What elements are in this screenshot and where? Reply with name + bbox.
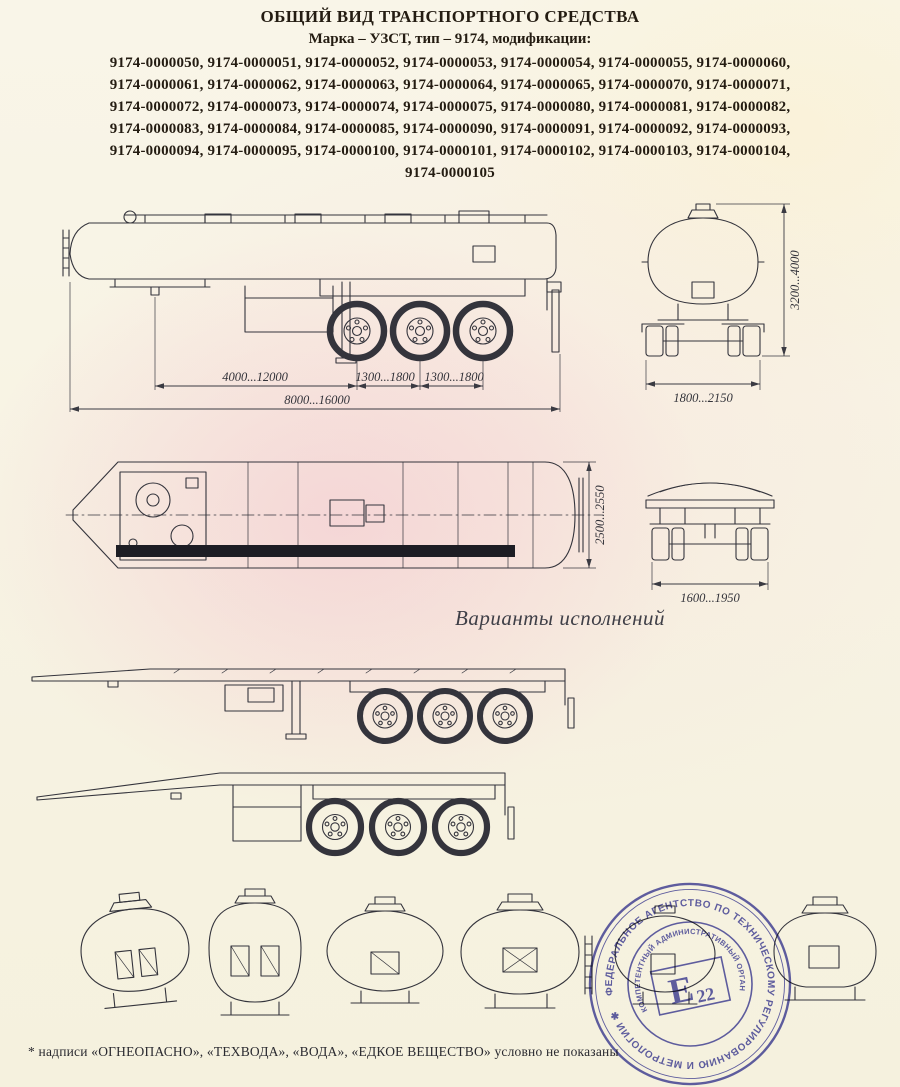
- dim-axle-spacing-1: 1300...1800: [355, 370, 415, 384]
- stamp-middle-circle: [595, 889, 785, 1079]
- side-view-dimensions: 4000...12000 1300...1800 1300...1800 800…: [69, 282, 561, 412]
- catwalk-strip: [116, 545, 515, 557]
- platform-body: [31, 668, 575, 740]
- tank-rear-view-6: [773, 896, 877, 1001]
- toolbox: [244, 297, 334, 333]
- stamp-body: ФЕДЕРАЛЬНОЕ АГЕНТСТВО ПО ТЕХНИЧЕСКОМУ РЕ…: [588, 882, 792, 1086]
- wheel: [456, 304, 510, 358]
- tank-rear-view-5: [614, 905, 716, 1005]
- rear-axle-body: [645, 482, 775, 561]
- tank-rear-view-1: [80, 891, 190, 1010]
- wheel: [742, 325, 761, 357]
- document-header: ОБЩИЙ ВИД ТРАНСПОРТНОГО СРЕДСТВА Марка –…: [0, 7, 900, 184]
- landing-gear-foot: [285, 733, 307, 740]
- kingpin: [107, 680, 119, 688]
- dim-tank-width: 2500...2550: [593, 485, 607, 545]
- manhole-cover: [135, 482, 171, 518]
- tank-front-body: [641, 203, 765, 357]
- tank-rear-view-2: [208, 888, 302, 1016]
- document-subtitle: Марка – УЗСТ, тип – 9174, модификации:: [308, 31, 592, 47]
- dim-overall-width: 1800...2150: [673, 391, 733, 405]
- kingpin: [170, 792, 182, 800]
- stamp-center-box: [649, 956, 732, 1016]
- stamp-outer-circle: [588, 882, 792, 1086]
- dim-axle-spacing-2: 1300...1800: [424, 370, 484, 384]
- tank-rear-view-3: [326, 896, 444, 1004]
- stamp-center-letter: Е: [665, 968, 697, 1012]
- footnote: * надписи «ОГНЕОПАСНО», «ТЕХВОДА», «ВОДА…: [28, 1044, 619, 1059]
- kingpin: [150, 286, 160, 296]
- variant-chassis-1-drawing: [31, 668, 575, 755]
- modification-list: 9174-0000050, 9174-0000051, 9174-0000052…: [0, 52, 900, 184]
- stamp-inner-circle: [627, 921, 753, 1047]
- tanker-side-view-drawing: 4000...12000 1300...1800 1300...1800 800…: [62, 210, 562, 412]
- wheel: [645, 325, 664, 357]
- modification-line: 9174-0000094, 9174-0000095, 9174-0000100…: [109, 143, 791, 159]
- wheel: [360, 691, 410, 741]
- stamp-center-number: 22: [695, 983, 717, 1006]
- toolbox: [232, 806, 302, 842]
- top-view-dimensions: 2500...2550: [563, 461, 607, 569]
- wheel: [651, 527, 670, 561]
- wheel: [750, 527, 769, 561]
- rear-bumper: [507, 806, 515, 840]
- wheel: [330, 304, 384, 358]
- wheel: [420, 691, 470, 741]
- tanker-body: [62, 210, 557, 280]
- rear-axle-view-drawing: 1600...1950: [645, 482, 775, 605]
- dim-kingpin-to-axle: 4000...12000: [222, 370, 288, 384]
- tanker-front-view-drawing: 3200...4000 1800...2150: [641, 203, 802, 405]
- wheel: [393, 304, 447, 358]
- tank-variants-row: [80, 888, 877, 1016]
- wheel: [309, 801, 361, 853]
- approval-stamp: ФЕДЕРАЛЬНОЕ АГЕНТСТВО ПО ТЕХНИЧЕСКОМУ РЕ…: [588, 882, 792, 1086]
- modification-line: 9174-0000072, 9174-0000073, 9174-0000074…: [109, 99, 791, 115]
- wheel: [480, 691, 530, 741]
- manhole-cover: [170, 524, 194, 548]
- front-cabinet: [119, 471, 207, 561]
- rear-bumper: [567, 697, 575, 729]
- variants-caption: Варианты исполнений: [455, 606, 665, 630]
- document-title: ОБЩИЙ ВИД ТРАНСПОРТНОГО СРЕДСТВА: [260, 7, 640, 26]
- modification-line: 9174-0000061, 9174-0000062, 9174-0000063…: [109, 77, 791, 93]
- dim-overall-height: 3200...4000: [788, 250, 802, 311]
- dim-track-width: 1600...1950: [680, 591, 740, 605]
- top-hatch: [329, 499, 365, 527]
- dim-overall-length: 8000...16000: [284, 393, 350, 407]
- modification-line: 9174-0000050, 9174-0000051, 9174-0000052…: [109, 55, 791, 71]
- wheel: [372, 801, 424, 853]
- tanker-top-view-drawing: 2500...2550: [65, 461, 607, 569]
- tank-rear-view-4: [460, 893, 593, 1009]
- front-view-dimensions: 3200...4000 1800...2150: [645, 203, 802, 405]
- wheel: [435, 801, 487, 853]
- rear-bumper: [551, 289, 560, 353]
- top-view-body: [65, 461, 604, 569]
- rear-view-dimensions: 1600...1950: [651, 562, 769, 605]
- modification-line: 9174-0000105: [405, 165, 495, 181]
- toolbox: [224, 684, 284, 712]
- modification-line: 9174-0000083, 9174-0000084, 9174-0000085…: [109, 121, 791, 137]
- variant-chassis-2-drawing: [36, 772, 515, 877]
